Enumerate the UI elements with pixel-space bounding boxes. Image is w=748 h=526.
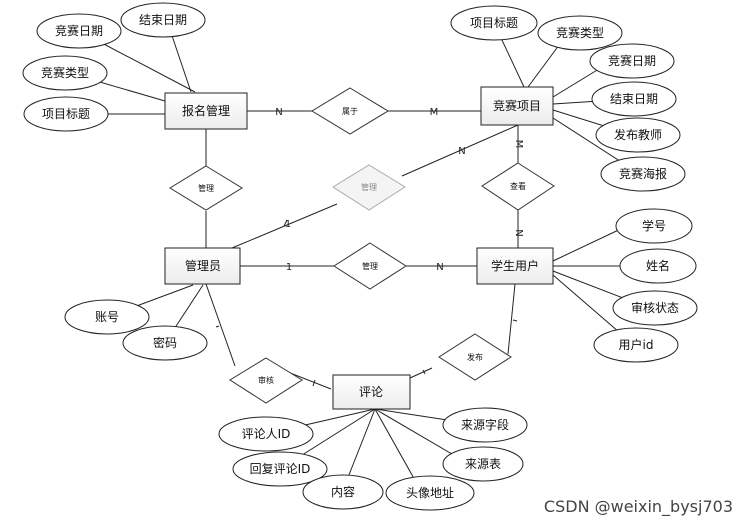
relationship-label: 属于 (342, 107, 358, 116)
entity-comment (332, 374, 411, 410)
entity-label: 报名管理 (182, 103, 230, 118)
attr-label: 结束日期 (610, 92, 658, 106)
attr-ellipse (23, 96, 109, 132)
attr-label: 账号 (95, 310, 119, 324)
cardinality-label: N (513, 229, 524, 236)
attr-ellipse (600, 156, 686, 192)
entity-student (476, 247, 554, 285)
relationship-label: 查看 (510, 181, 526, 191)
relationship-review (229, 357, 303, 404)
attr-ellipse (22, 55, 108, 91)
attr-label: 竞赛类型 (556, 25, 604, 40)
attr-label: 竞赛日期 (55, 23, 103, 38)
attr-label: 回复评论ID (250, 462, 311, 476)
attr-ellipse (64, 299, 150, 335)
attr-ellipse (589, 43, 675, 79)
attributes-competition: 项目标题 竞赛类型 竞赛日期 结束日期 发布教师 竞赛海报 (450, 5, 686, 192)
attr-label: 头像地址 (406, 486, 454, 500)
cardinality-label: N (275, 107, 282, 118)
attr-label: 姓名 (646, 258, 670, 273)
attr-label: 评论人ID (242, 427, 291, 441)
attr-ellipse (232, 451, 328, 487)
attr-label: 竞赛类型 (41, 65, 89, 80)
entity-label: 管理员 (185, 258, 221, 273)
entity-registration (164, 92, 248, 130)
cardinality-label: 1 (285, 219, 291, 230)
attr-ellipse (442, 446, 524, 482)
relationship-label: 管理 (362, 261, 378, 271)
attr-label: 项目标题 (42, 107, 90, 121)
attr-ellipse (218, 416, 314, 452)
attr-ellipse (591, 81, 677, 117)
attr-ellipse (442, 407, 528, 443)
relationship-publish (438, 333, 512, 381)
attr-label: 来源字段 (461, 417, 509, 432)
attr-ellipse (120, 2, 206, 38)
attr-label: 竞赛海报 (619, 166, 667, 181)
attr-label: 项目标题 (470, 16, 518, 30)
attributes-registration: 结束日期 竞赛日期 竞赛类型 项目标题 (22, 2, 206, 132)
cardinality-label: N (436, 262, 443, 273)
attr-ellipse (302, 474, 384, 510)
entities: 报名管理 竞赛项目 管理员 学生用户 评论 (164, 86, 554, 410)
relationship-manage-top (169, 165, 243, 211)
entity-admin (164, 247, 241, 285)
cardinality-label: M (430, 107, 439, 118)
watermark-text: CSDN @weixin_bysj703 (544, 497, 733, 517)
relationship-manage-diag (332, 164, 406, 211)
attributes-comment: 评论人ID 来源字段 回复评论ID 来源表 内容 头像地址 (218, 407, 528, 511)
entity-label: 学生用户 (491, 258, 539, 273)
attr-ellipse (537, 15, 623, 51)
relationship-label: 管理 (198, 183, 214, 193)
cardinality-labels: N M 1 N M N 1 N (275, 107, 524, 273)
relationship-label: 管理 (361, 182, 377, 192)
attributes-student: 学号 姓名 审核状态 用户id (593, 208, 698, 363)
attr-label: 密码 (153, 335, 177, 350)
entity-competition (480, 86, 554, 126)
entity-label: 评论 (359, 385, 383, 399)
relationship-label: 审核 (258, 375, 274, 385)
attr-label: 发布教师 (614, 127, 662, 142)
cardinality-label: M (513, 140, 524, 149)
relationship-belongs-to (311, 87, 389, 135)
attr-ellipse (122, 325, 208, 361)
attr-label: 竞赛日期 (608, 53, 656, 68)
attr-label: 审核状态 (631, 300, 679, 315)
attr-ellipse (595, 117, 681, 153)
attr-label: 结束日期 (139, 13, 187, 27)
attr-label: 学号 (642, 218, 666, 233)
attr-ellipse (619, 248, 697, 284)
attr-ellipse (385, 475, 475, 511)
relationships: 属于 管理 管理 查看 管理 审核 发布 (169, 87, 555, 404)
attr-ellipse (612, 290, 698, 326)
attributes-admin: 账号 密码 (64, 299, 208, 361)
attr-ellipse (615, 208, 693, 244)
entity-label: 竞赛项目 (493, 98, 541, 113)
attr-ellipse (450, 5, 538, 41)
attr-label: 用户id (619, 337, 654, 352)
attr-ellipse (593, 327, 679, 363)
relationship-label: 发布 (467, 352, 483, 362)
cardinality-label: 1 (286, 262, 292, 273)
tick-marks (215, 219, 518, 387)
attr-label: 来源表 (465, 457, 501, 471)
relationship-view (481, 162, 555, 211)
connector-lines (66, 8, 650, 492)
attr-label: 内容 (331, 484, 355, 499)
cardinality-label: N (458, 146, 465, 157)
relationship-manage-mid (333, 242, 407, 290)
attr-ellipse (36, 13, 122, 49)
